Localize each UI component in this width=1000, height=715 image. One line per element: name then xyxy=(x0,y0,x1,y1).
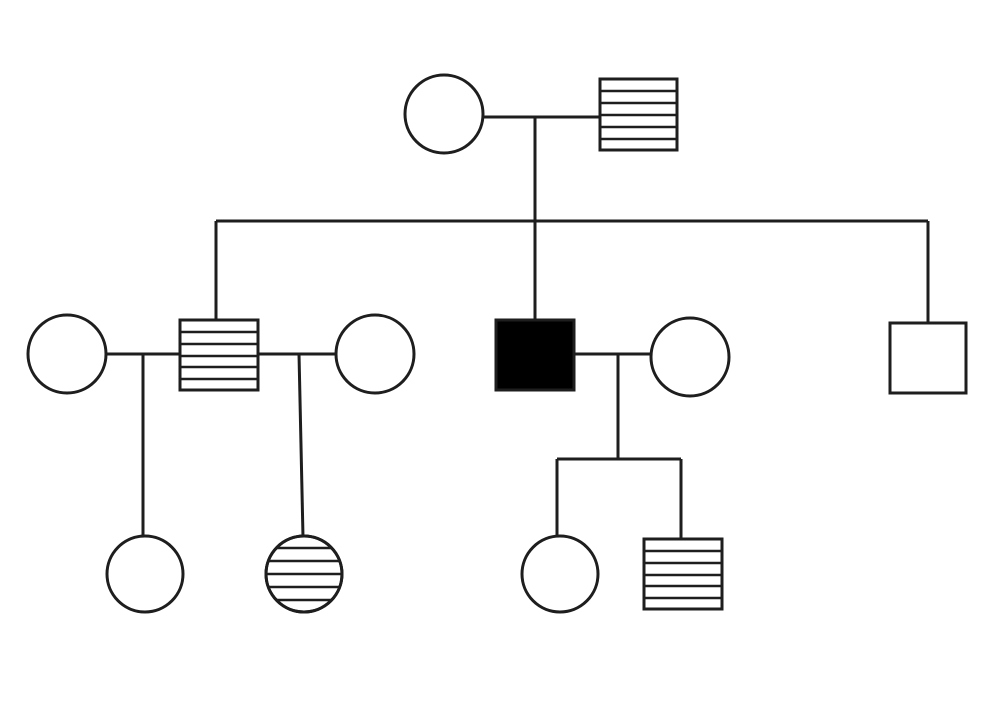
individual-g3-son-4 xyxy=(642,537,724,611)
stripe-pattern xyxy=(180,330,258,381)
individual-g2-spouse-left xyxy=(26,313,108,395)
individual-g1-female xyxy=(403,73,485,155)
individual-g2-son-middle xyxy=(494,318,576,392)
descent-line-g3-daughter-2 xyxy=(297,353,305,538)
individual-g2-son-left xyxy=(178,318,260,392)
stripe-pattern xyxy=(644,549,722,600)
individual-g1-male xyxy=(598,77,679,152)
individual-g3-daughter-3 xyxy=(520,534,600,614)
individual-g3-daughter-2 xyxy=(264,534,344,614)
stripe-pattern xyxy=(600,89,677,141)
individual-g2-spouse-middle xyxy=(649,316,731,398)
individual-g2-spouse-left-2 xyxy=(334,313,416,395)
individual-g2-son-right xyxy=(888,321,968,395)
individual-g3-daughter-1 xyxy=(105,534,185,614)
